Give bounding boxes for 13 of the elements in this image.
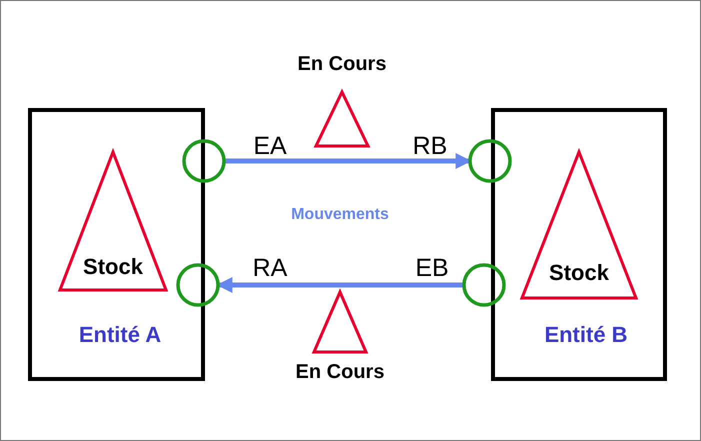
port-label: EB	[415, 256, 449, 281]
port-label: RB	[412, 134, 448, 159]
port-label: RA	[252, 256, 288, 281]
entity-label: Entité A	[78, 324, 162, 346]
port-label: EA	[253, 134, 287, 159]
entity-box	[491, 108, 667, 381]
stock-label: Stock	[549, 262, 609, 284]
triangle-caption: En Cours	[296, 362, 384, 382]
triangle-caption: En Cours	[298, 54, 386, 74]
flow-label: Mouvements	[291, 207, 389, 223]
entity-label: Entité B	[544, 324, 628, 346]
stock-label: Stock	[83, 256, 143, 278]
entity-box	[28, 108, 205, 381]
